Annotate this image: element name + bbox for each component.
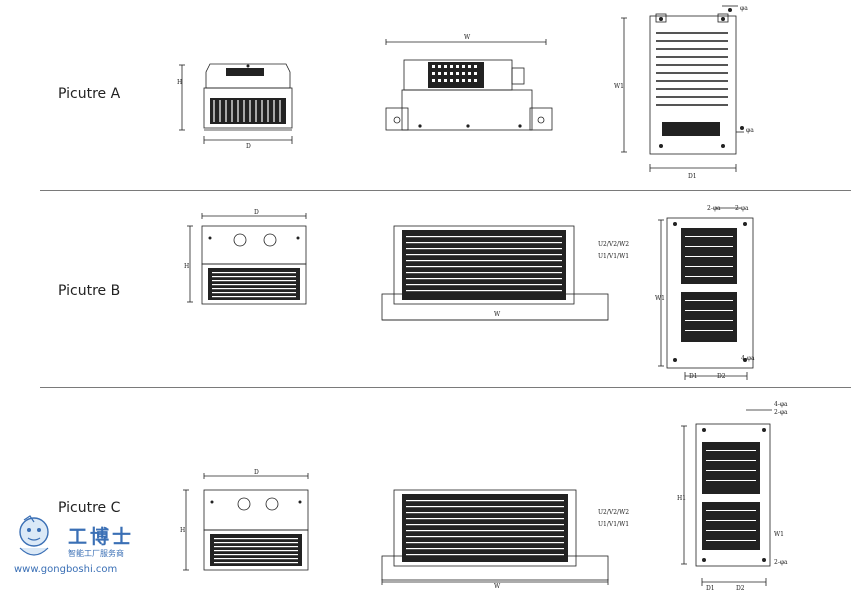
terminal-label-u1v1w1-b: U1/V1/W1: [598, 253, 629, 260]
row-label-picture-a: Picutre A: [58, 86, 121, 102]
dim-label-w1-c: W1: [774, 531, 784, 538]
dim-label-w-b: W: [494, 311, 501, 318]
terminal-label-u1v1w1-c: U1/V1/W1: [598, 521, 629, 528]
watermark-subtitle: 智能工厂服务商: [68, 549, 124, 558]
row-label-picture-c: Picutre C: [58, 500, 121, 516]
picture-b-top-view: 2-φa 2-φa W1 4-φa D1 D2: [655, 205, 755, 380]
dim-label-d: D: [246, 143, 251, 150]
dim-label-two-phi-a-b1: 2-φa: [707, 205, 721, 212]
dim-label-w-c: W: [494, 583, 501, 590]
dim-label-d2-c: D2: [736, 585, 745, 592]
picture-c-front-view: D H: [180, 469, 309, 571]
dim-label-phi-a-top: φa: [740, 5, 748, 12]
dim-label-two-phi-a-c1: 2-φa: [774, 409, 788, 416]
dim-label-four-phi-a-c: 4-φa: [774, 401, 788, 408]
watermark: 工博士 智能工厂服务商 www.gongboshi.com: [8, 512, 138, 582]
dim-label-h-b: H: [184, 263, 189, 270]
dim-label-h-c: H: [180, 527, 185, 534]
dim-label-d2-b: D2: [717, 373, 726, 380]
dim-label-phi-a-bottom: φa: [746, 127, 754, 134]
dim-label-two-phi-a-b2: 2-φa: [735, 205, 749, 212]
section-divider-bc: [40, 387, 851, 388]
terminal-label-u2v2w2-c: U2/V2/W2: [598, 509, 629, 516]
watermark-url: www.gongboshi.com: [14, 564, 118, 575]
watermark-title: 工博士: [68, 526, 135, 548]
dim-label-two-phi-a-c2: 2-φa: [774, 559, 788, 566]
dim-label-w1: W1: [614, 83, 624, 90]
mascot-icon: [19, 515, 49, 556]
dim-label-h1-c: H1: [677, 495, 686, 502]
picture-a-side-view: W: [385, 34, 553, 131]
dim-label-d1-b: D1: [689, 373, 698, 380]
terminal-label-u2v2w2-b: U2/V2/W2: [598, 241, 629, 248]
row-label-picture-b: Picutre B: [58, 283, 121, 299]
dim-label-w: W: [464, 34, 471, 41]
dim-label-d1-c: D1: [706, 585, 715, 592]
picture-b-side-view: U2/V2/W2 U1/V1/W1 W: [381, 225, 629, 321]
picture-b-front-view: D H: [184, 209, 307, 305]
picture-c-side-view: U2/V2/W2 U1/V1/W1 W: [381, 489, 629, 590]
dim-label-w1-b: W1: [655, 295, 665, 302]
picture-a-top-view: W1 D1 φa φa: [614, 5, 754, 180]
dim-label-h: H: [177, 79, 182, 86]
picture-a-front-view: H D: [177, 63, 293, 150]
dim-label-d1: D1: [688, 173, 697, 180]
dim-label-four-phi-a-b: 4-φa: [741, 355, 755, 362]
section-divider-ab: [40, 190, 851, 191]
dim-label-d-b: D: [254, 209, 259, 216]
picture-c-top-view: 4-φa 2-φa H1 W1 2-φa D1 D2: [677, 401, 788, 592]
dim-label-d-c: D: [254, 469, 259, 476]
